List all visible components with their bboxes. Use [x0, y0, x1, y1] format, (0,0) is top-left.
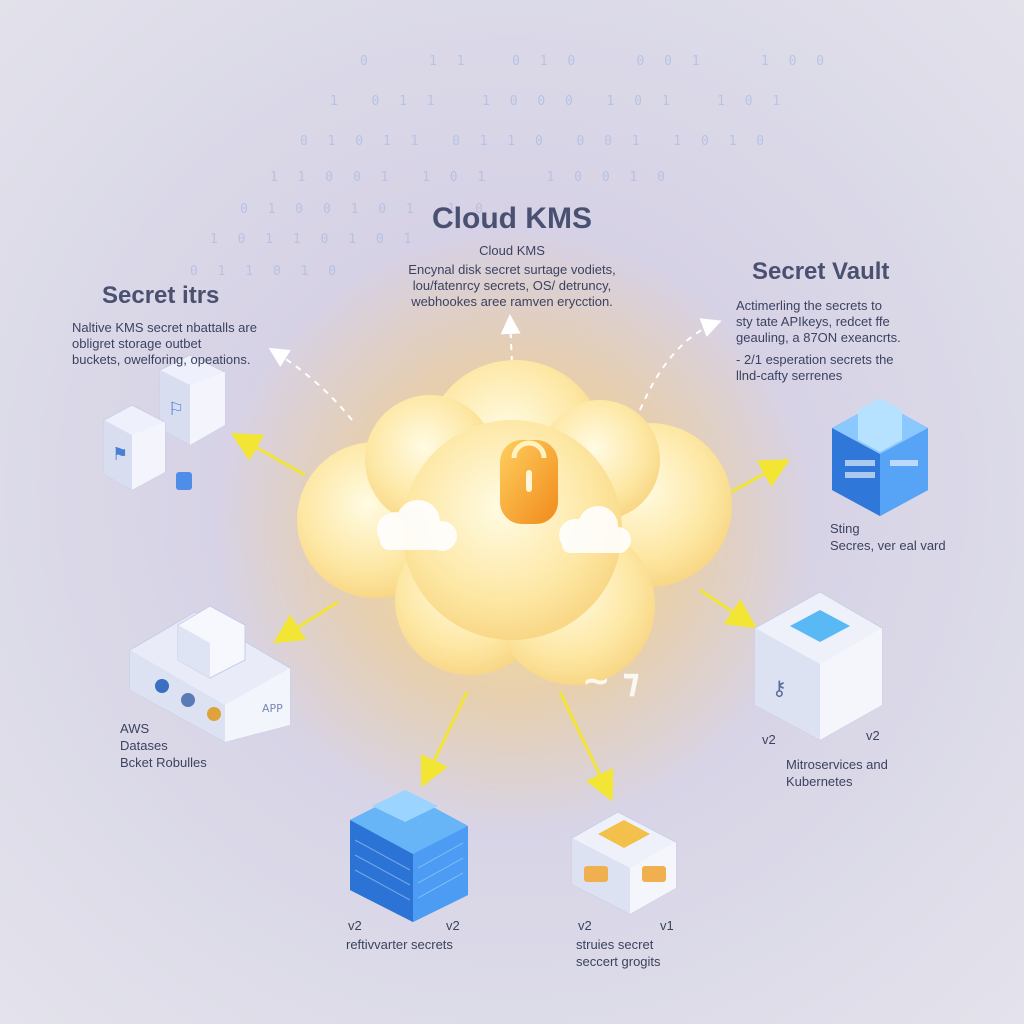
rack-version-right: v2	[446, 918, 460, 933]
right-description-line: geauling, a 87ON exeancrts.	[736, 330, 901, 345]
small-box-version-left: v2	[578, 918, 592, 933]
svg-text:⚑: ⚑	[112, 444, 128, 465]
arrow-to-blue-rack	[420, 691, 469, 788]
center-description-line: lou/fatenrcy secrets, OS/ detruncy,	[412, 278, 612, 293]
arrow-to-vault-cube	[725, 459, 791, 497]
micro-version-left: v2	[762, 732, 776, 747]
binary-line: 1 0 1 1 1 0 0 0 1 0 1 1 0 1	[330, 94, 787, 109]
aws-tile-text: APP	[262, 702, 283, 715]
micro-label-line: Kubernetes	[786, 774, 853, 789]
svg-text:⚐: ⚐	[168, 399, 184, 420]
right-panel-bullet: - 2/1 esperation secrets the llnd-cafty …	[736, 352, 894, 384]
left-panel-title: Secret itrs	[102, 282, 220, 309]
vault-label-line: Sting	[830, 521, 860, 536]
aws-grid-cluster: APP	[129, 605, 291, 743]
small-box-label-line: struies secret	[576, 937, 654, 952]
binary-line: 0 1 1 0 1 0 0 0 1 1 0 0	[360, 54, 831, 69]
aws-label-line: Datases	[120, 738, 168, 753]
arrow-to-micro-box	[699, 588, 757, 629]
right-description-line: sty tate APIkeys, redcet ffe	[736, 314, 890, 329]
right-panel-title: Secret Vault	[752, 258, 890, 285]
right-description-line: Actimerling the secrets to	[736, 298, 882, 313]
padlock-icon	[500, 440, 558, 524]
left-panel-description: Naltive KMS secret nbattalls are obligre…	[72, 320, 257, 368]
flow-glyphs: ~ ⁊	[582, 661, 640, 701]
binary-line: 1 0 1 1 0 1 0 1	[210, 232, 418, 247]
dashed-connector-left	[268, 347, 353, 421]
vault-label-line: Secres, ver eal vard	[830, 538, 946, 553]
small-secret-box	[571, 811, 677, 915]
arrow-to-left-cubes	[230, 433, 306, 477]
left-cube-cluster: ⚑ ⚐	[103, 354, 226, 491]
right-bullet-line: llnd-cafty serrenes	[736, 368, 843, 383]
micro-box-label: Mitroservices and Kubernetes	[786, 756, 888, 790]
right-bullet-line: - 2/1 esperation secrets the	[736, 352, 894, 367]
left-description-line: obligret storage outbet	[72, 336, 202, 351]
dashed-connector-right	[639, 318, 722, 411]
rack-version-left: v2	[348, 918, 362, 933]
binary-line: 0 1 1 0 1 0	[190, 264, 343, 279]
left-description-line: Naltive KMS secret nbattalls are	[72, 320, 257, 335]
blue-rack-label: reftivvarter secrets	[346, 936, 453, 953]
arrow-to-small-box	[558, 691, 614, 802]
aws-grid-label: AWS Datases Bcket Robulles	[120, 720, 207, 771]
small-box-version-right: v1	[660, 918, 674, 933]
aws-label-line: AWS	[120, 721, 150, 736]
small-box-label: struies secret seccert grogits	[576, 936, 661, 970]
center-title: Cloud KMS	[432, 202, 592, 235]
microservices-box: ⚷	[754, 591, 883, 741]
rack-label-line: reftivvarter secrets	[346, 937, 453, 952]
vault-cube	[832, 398, 928, 516]
micro-label-line: Mitroservices and	[786, 757, 888, 772]
arrow-to-aws-grid	[272, 600, 339, 644]
vault-cube-label: Sting Secres, ver eal vard	[830, 520, 946, 554]
binary-line: 0 1 0 1 1 0 1 1 0 0 0 1 1 0 1 0	[300, 134, 771, 149]
center-description-line: webhookes aree ramven erycction.	[411, 294, 613, 309]
center-description-line: Encynal disk secret surtage vodiets,	[408, 262, 616, 277]
binary-line: 1 1 0 0 1 1 0 1 1 0 0 1 0	[270, 170, 671, 185]
micro-version-right: v2	[866, 728, 880, 743]
right-panel-description: Actimerling the secrets to sty tate APIk…	[736, 298, 901, 346]
center-description: Encynal disk secret surtage vodiets, lou…	[0, 262, 1024, 310]
left-description-line: buckets, owelforing, opeations.	[72, 352, 251, 367]
small-box-label-line: seccert grogits	[576, 954, 661, 969]
svg-text:⚷: ⚷	[772, 676, 787, 700]
aws-label-line: Bcket Robulles	[120, 755, 207, 770]
blue-rack	[350, 790, 468, 922]
center-subtitle: Cloud KMS	[479, 243, 545, 258]
binary-line: 0 1 0 0 1 0 1 1 0	[240, 202, 489, 217]
